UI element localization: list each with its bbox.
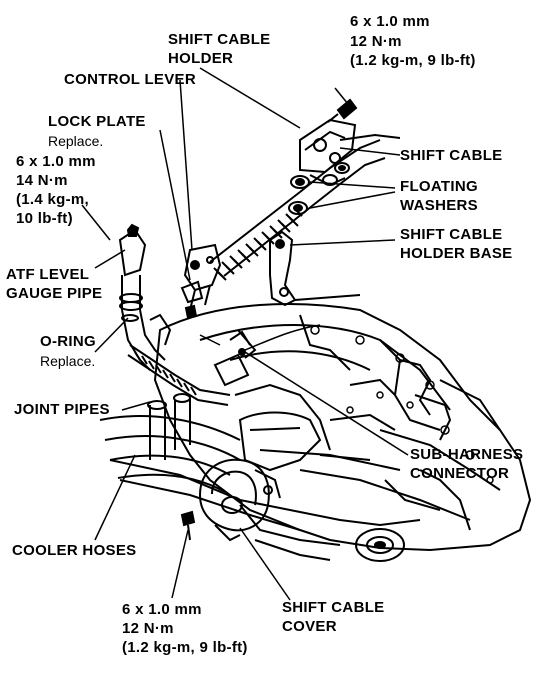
label-holder-base-1: SHIFT CABLE — [400, 226, 503, 243]
label-floating-washers-2: WASHERS — [400, 197, 478, 214]
label-bolt-bottom-2: 12 N·m — [122, 620, 174, 637]
label-bolt-top-1: 6 x 1.0 mm — [350, 13, 430, 30]
harness-wire — [199, 324, 321, 351]
label-shift-cable-holder-2: HOLDER — [168, 50, 234, 67]
label-lock-plate-note: Replace. — [48, 133, 104, 149]
label-atf-gauge-pipe-1: ATF LEVEL — [6, 266, 90, 283]
label-bolt-left-2: 14 N·m — [16, 172, 68, 189]
label-bolt-left-3: (1.4 kg-m, — [16, 191, 90, 208]
label-lock-plate: LOCK PLATE — [48, 113, 146, 130]
axle-hub — [355, 528, 405, 562]
label-bolt-left-1: 6 x 1.0 mm — [16, 153, 96, 170]
label-sub-harness-2: CONNECTOR — [410, 465, 510, 482]
label-bolt-bottom-3: (1.2 kg-m, 9 lb-ft) — [122, 639, 248, 656]
floating-washers — [288, 162, 350, 215]
mounting-bracket — [109, 459, 421, 561]
joint-pipes — [147, 393, 191, 460]
label-bolt-left-4: 10 lb-ft) — [16, 210, 73, 227]
label-shift-cable: SHIFT CABLE — [400, 147, 503, 164]
label-control-lever: CONTROL LEVER — [64, 71, 196, 88]
label-sub-harness-1: SUB-HARNESS — [410, 446, 524, 463]
label-shift-cable-cover-1: SHIFT CABLE — [282, 599, 385, 616]
label-floating-washers-1: FLOATING — [400, 178, 478, 195]
gauge-pipe-bolt — [126, 223, 140, 237]
label-bolt-top-3: (1.2 kg-m, 9 lb-ft) — [350, 52, 476, 69]
label-holder-base-2: HOLDER BASE — [400, 245, 513, 262]
label-o-ring: O-RING — [40, 333, 96, 350]
shift-cable-cover — [198, 458, 281, 542]
label-shift-cable-cover-2: COVER — [282, 618, 337, 635]
label-shift-cable-holder-1: SHIFT CABLE — [168, 31, 271, 48]
label-o-ring-note: Replace. — [40, 353, 96, 369]
label-joint-pipes: JOINT PIPES — [14, 401, 110, 418]
sub-harness-connector — [213, 329, 257, 387]
shift-cable — [209, 133, 401, 281]
atf-gauge-pipe — [118, 228, 172, 371]
label-bolt-bottom-1: 6 x 1.0 mm — [122, 601, 202, 618]
label-atf-gauge-pipe-2: GAUGE PIPE — [6, 285, 103, 302]
o-ring — [121, 314, 139, 322]
cooler-line — [127, 344, 231, 406]
label-cooler-hoses: COOLER HOSES — [12, 542, 137, 559]
shaft-tube — [238, 411, 322, 472]
label-bolt-top-2: 12 N·m — [350, 33, 402, 50]
shift-cable-holder-base — [269, 230, 361, 307]
leader-lines — [81, 67, 409, 601]
cover-bolt — [180, 510, 196, 541]
cooler-hoses — [99, 415, 241, 493]
lock-plate — [180, 280, 204, 320]
housing-bolt-heads — [310, 325, 494, 484]
holder-bolt-top — [327, 98, 358, 123]
